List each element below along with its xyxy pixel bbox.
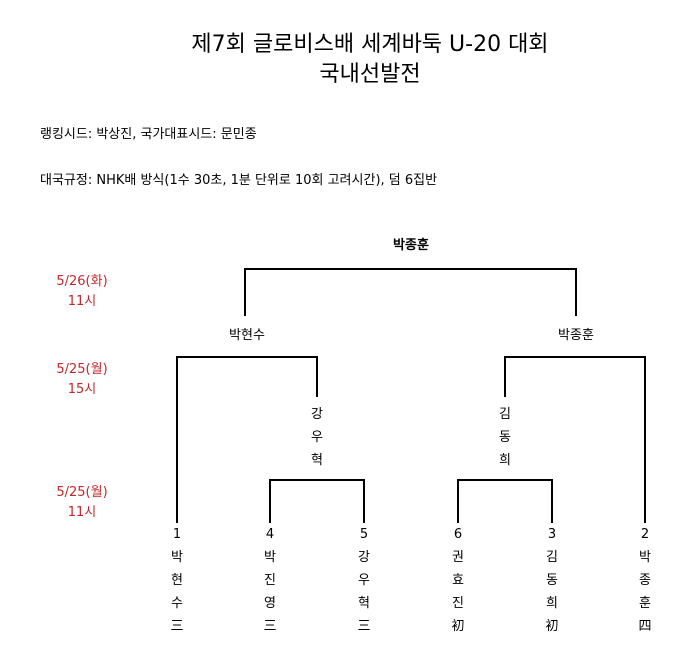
name-char: 영 — [264, 596, 276, 611]
name-char: 동 — [546, 573, 558, 588]
name-char: 우 — [311, 430, 323, 445]
title-line-1: 제7회 글로비스배 세계바둑 U-20 대회 — [191, 32, 549, 57]
player-seed-6: 6 권 효 진 初 — [446, 523, 470, 638]
champion-name: 박종훈 — [393, 238, 429, 253]
round-time-text: 11시 — [67, 505, 97, 520]
name-char: 수 — [171, 596, 183, 611]
player-seed: 1 — [172, 527, 182, 542]
round-quarterfinal-date: 5/25(월) 11시 — [47, 483, 117, 523]
name-char: 강 — [358, 550, 370, 565]
name-char: 박 — [264, 550, 276, 565]
bracket-quarterfinal-left — [269, 479, 365, 523]
round-date-text: 5/25(월) — [56, 362, 108, 377]
name-char: 혁 — [311, 453, 323, 468]
player-rank: 四 — [638, 619, 652, 634]
round-date-text: 5/26(화) — [56, 274, 108, 289]
name-char: 훈 — [639, 596, 651, 611]
bracket-semifinal-left — [176, 356, 318, 523]
round-final-date: 5/26(화) 11시 — [47, 272, 117, 312]
quarterfinal-winner-left: 강 우 혁 — [305, 403, 329, 472]
player-seed-5: 5 강 우 혁 三 — [352, 523, 376, 638]
player-seed: 2 — [640, 527, 650, 542]
semifinal-winner-left: 박현수 — [229, 328, 265, 343]
round-semifinal-date: 5/25(월) 15시 — [47, 360, 117, 400]
page-title: 제7회 글로비스배 세계바둑 U-20 대회 국내선발전 — [0, 30, 690, 90]
name-char: 희 — [499, 453, 511, 468]
seed-info: 랭킹시드: 박상진, 국가대표시드: 문민종 — [40, 127, 257, 142]
semifinal-winner-right: 박종훈 — [558, 328, 594, 343]
name-char: 종 — [639, 573, 651, 588]
name-char: 효 — [452, 573, 464, 588]
player-rank: 三 — [357, 619, 371, 634]
player-rank: 三 — [263, 619, 277, 634]
player-seed-2: 2 박 종 훈 四 — [633, 523, 657, 638]
round-time-text: 11시 — [67, 294, 97, 309]
name-char: 김 — [546, 550, 558, 565]
player-seed: 4 — [265, 527, 275, 542]
bracket-final — [244, 268, 577, 316]
name-char: 김 — [499, 407, 511, 422]
name-char: 권 — [452, 550, 464, 565]
player-rank: 初 — [545, 619, 559, 634]
player-seed-3: 3 김 동 희 初 — [540, 523, 564, 638]
player-seed-1: 1 박 현 수 三 — [165, 523, 189, 638]
bracket-semifinal-right — [504, 356, 646, 523]
name-char: 희 — [546, 596, 558, 611]
name-char: 강 — [311, 407, 323, 422]
bracket-quarterfinal-right — [457, 479, 553, 523]
player-rank: 初 — [451, 619, 465, 634]
name-char: 혁 — [358, 596, 370, 611]
player-seed-4: 4 박 진 영 三 — [258, 523, 282, 638]
name-char: 진 — [452, 596, 464, 611]
name-char: 동 — [499, 430, 511, 445]
player-seed: 5 — [359, 527, 369, 542]
name-char: 박 — [639, 550, 651, 565]
round-date-text: 5/25(월) — [56, 485, 108, 500]
rules-info: 대국규정: NHK배 방식(1수 30초, 1분 단위로 10회 고려시간), … — [40, 173, 438, 188]
title-line-2: 국내선발전 — [319, 62, 421, 87]
player-rank: 三 — [170, 619, 184, 634]
name-char: 박 — [171, 550, 183, 565]
player-seed: 3 — [547, 527, 557, 542]
name-char: 우 — [358, 573, 370, 588]
quarterfinal-winner-right: 김 동 희 — [493, 403, 517, 472]
round-time-text: 15시 — [67, 382, 97, 397]
player-seed: 6 — [453, 527, 463, 542]
name-char: 진 — [264, 573, 276, 588]
name-char: 현 — [171, 573, 183, 588]
